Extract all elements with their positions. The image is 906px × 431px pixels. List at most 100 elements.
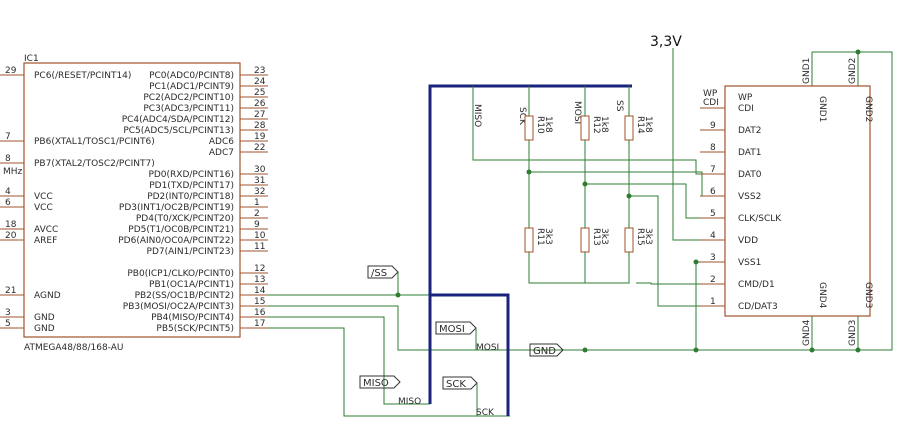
resistor-r13[interactable] bbox=[580, 227, 590, 253]
mcu-ref: IC1 bbox=[24, 54, 39, 64]
pin-num: 15 bbox=[254, 297, 265, 307]
pin-name: PC3(ADC3/PCINT11) bbox=[143, 104, 234, 114]
sd-pin-num: 3 bbox=[710, 253, 716, 263]
pin-name: PC2(ADC2/PCINT10) bbox=[143, 93, 234, 103]
pin-name: VCC bbox=[34, 192, 53, 202]
pin-num: 31 bbox=[254, 176, 265, 186]
mcu-ic1[interactable]: IC1 ATMEGA48/88/168-AU MHz 29 PC6(/RESET… bbox=[0, 54, 268, 353]
pin-num: 8 bbox=[5, 154, 11, 164]
bus-label-ss: SS bbox=[614, 100, 624, 112]
sd-pin-name: CDI bbox=[703, 98, 719, 108]
pin-num: 13 bbox=[254, 275, 265, 285]
junction-dot bbox=[395, 292, 401, 298]
sd-outer-gnd2: GND2 bbox=[848, 58, 858, 84]
wire-label-mosi: MOSI bbox=[476, 343, 499, 353]
resistor-ref: R14 bbox=[635, 116, 645, 134]
sd-outer-gnd1: GND1 bbox=[802, 58, 812, 84]
sd-pin-name: VDD bbox=[738, 236, 758, 246]
pin-num: 22 bbox=[254, 143, 265, 153]
bus-label-sck: SCK bbox=[517, 107, 527, 126]
pin-name: PB7(XTAL2/TOSC2/PCINT7) bbox=[34, 159, 155, 169]
pin-num: 24 bbox=[254, 77, 266, 87]
resistor-network: MISO SCK MOSI SS bbox=[472, 48, 893, 353]
net-port-ss[interactable]: /SS bbox=[367, 265, 399, 279]
net-port-sck[interactable]: SCK bbox=[442, 376, 478, 416]
sd-pin-name: DAT0 bbox=[738, 170, 762, 180]
resistor-r14[interactable] bbox=[624, 115, 634, 141]
pin-name: PD2(INT0/PCINT18) bbox=[147, 192, 234, 202]
sd-inner-gnd4: GND4 bbox=[817, 282, 827, 309]
net-port-gnd[interactable]: GND bbox=[529, 343, 564, 357]
sd-pin-name: DAT2 bbox=[738, 126, 761, 136]
pin-name: AREF bbox=[34, 236, 57, 246]
bus-label-mosi: MOSI bbox=[572, 101, 582, 124]
resistor-ref: R13 bbox=[591, 228, 601, 246]
pin-name: GND bbox=[34, 324, 55, 334]
pin-name: PD1(TXD/PCINT17) bbox=[149, 181, 234, 191]
resistor-r11[interactable] bbox=[524, 227, 534, 253]
sd-pin-name: CMD/D1 bbox=[738, 280, 775, 290]
mcu-right-pins: 23 PC0(ADC0/PCINT8) 24 PC1(ADC1/PCINT9) … bbox=[118, 66, 268, 334]
sd-pin-num: 4 bbox=[710, 231, 716, 241]
resistor-value: 3k3 bbox=[543, 228, 553, 245]
resistor-r10[interactable] bbox=[524, 115, 534, 141]
supply-label: 3,3V bbox=[650, 34, 682, 50]
pin-num: 12 bbox=[254, 264, 265, 274]
pin-name: PB0(ICP1/CLKO/PCINT0) bbox=[127, 269, 234, 279]
resistor-value: 1k8 bbox=[599, 116, 609, 133]
bus-label-miso: MISO bbox=[472, 104, 482, 127]
pin-num: 28 bbox=[254, 121, 266, 131]
pin-num: 19 bbox=[254, 132, 266, 142]
pin-name: PC1(ADC1/PCINT9) bbox=[149, 82, 234, 92]
resistor-ref: R15 bbox=[635, 228, 645, 246]
sd-card-connector[interactable]: WP CDI WP CDI 9 DAT2 8 DAT1 7 DAT0 6 VSS… bbox=[700, 58, 873, 346]
pin-name: PC0(ADC0/PCINT8) bbox=[149, 71, 234, 81]
resistor-r15[interactable] bbox=[624, 227, 634, 253]
sd-pin-num: 2 bbox=[710, 275, 716, 285]
net-port-sck-label: SCK bbox=[446, 379, 466, 390]
resistor-value: 3k3 bbox=[599, 228, 609, 245]
wire-sck bbox=[268, 327, 510, 417]
sd-inner-gnd2: GND2 bbox=[863, 96, 873, 122]
wire-mosi bbox=[268, 305, 563, 351]
pin-num: 14 bbox=[254, 286, 266, 296]
pin-name: AGND bbox=[34, 291, 61, 301]
sd-body bbox=[724, 85, 871, 317]
mcu-part: ATMEGA48/88/168-AU bbox=[24, 343, 123, 353]
pin-name: VCC bbox=[34, 203, 53, 213]
resistor-value: 3k3 bbox=[643, 228, 653, 245]
pin-num: 26 bbox=[254, 99, 266, 109]
pin-num: 9 bbox=[254, 220, 260, 230]
pin-name: PD3(INT1/OC2B/PCINT19) bbox=[119, 203, 234, 213]
resistor-ref: R12 bbox=[591, 116, 601, 134]
pin-num: 27 bbox=[254, 110, 265, 120]
wire-label-sck: SCK bbox=[476, 408, 495, 418]
pin-name: AVCC bbox=[34, 225, 58, 235]
pin-name: PB5(SCK/PCINT5) bbox=[156, 324, 234, 334]
pin-num: 16 bbox=[254, 308, 266, 318]
pin-num: 29 bbox=[5, 66, 17, 76]
resistor-r12[interactable] bbox=[580, 115, 590, 141]
net-port-mosi-label: MOSI bbox=[439, 324, 465, 335]
sd-pin-name: CLK/SCLK bbox=[738, 214, 782, 224]
pin-name: ADC6 bbox=[209, 137, 234, 147]
pin-name: PD7(AIN1/PCINT23) bbox=[147, 247, 234, 257]
sd-outer-gnd3: GND3 bbox=[848, 320, 858, 346]
sd-pin-num: 5 bbox=[710, 209, 716, 219]
pin-name: PC4(ADC4/SDA/PCINT12) bbox=[122, 115, 234, 125]
pin-name: PC6(/RESET/PCINT14) bbox=[34, 71, 131, 81]
pin-num: 3 bbox=[5, 308, 11, 318]
pin-name: PB6(XTAL1/TOSC1/PCINT6) bbox=[34, 137, 155, 147]
net-port-mosi[interactable]: MOSI bbox=[435, 321, 477, 350]
pin-name: PB1(OC1A/PCINT1) bbox=[149, 280, 234, 290]
pin-num: 23 bbox=[254, 66, 265, 76]
pin-num: 4 bbox=[5, 187, 11, 197]
resistor-value: 1k8 bbox=[543, 116, 553, 133]
pin-name: PD6(AIN0/OC0A/PCINT22) bbox=[118, 236, 234, 246]
sd-pin-name: VSS2 bbox=[738, 192, 761, 202]
sd-outer-gnd4: GND4 bbox=[802, 319, 812, 346]
pin-name: PD4(T0/XCK/PCINT20) bbox=[136, 214, 234, 224]
net-port-miso[interactable]: MISO bbox=[359, 375, 401, 389]
pin-num: 30 bbox=[254, 165, 266, 175]
